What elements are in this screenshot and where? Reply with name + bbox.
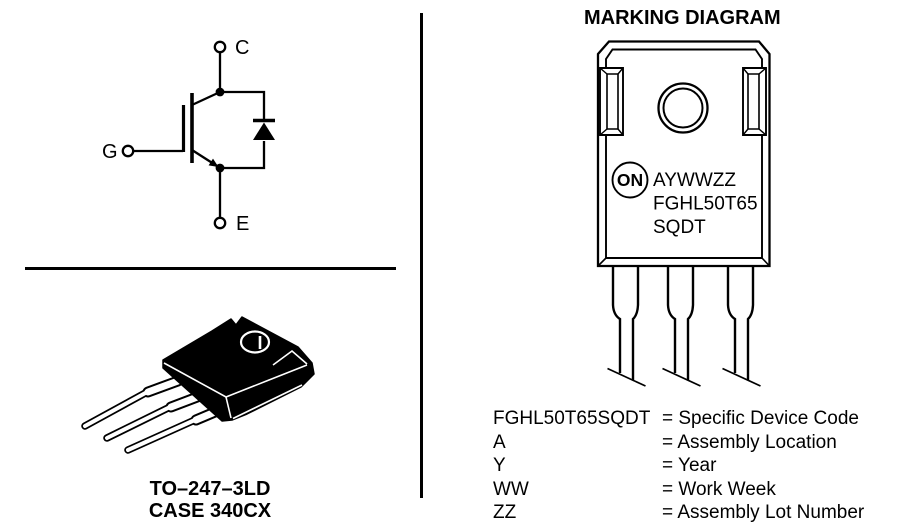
body-bottom-edge	[232, 384, 303, 420]
package-body-edges	[163, 349, 308, 420]
lead-3-face	[126, 417, 199, 452]
package-photo	[81, 316, 315, 454]
gate-terminal-circle	[121, 144, 135, 158]
legend-row: WW = Work Week	[493, 478, 776, 502]
gate-label: G	[102, 141, 118, 163]
lead1-break-line	[607, 367, 646, 387]
legend-code: WW	[493, 478, 529, 500]
legend-description: = Work Week	[662, 478, 776, 500]
body-chamfer-facet	[272, 349, 308, 366]
case-label-line1: TO–247–3LD	[149, 478, 271, 500]
hole-outer-circle	[657, 82, 709, 134]
emitter-arrowhead	[208, 158, 219, 167]
diode-branch-wire-top	[220, 90, 266, 119]
marking-line-3: SQDT	[653, 217, 706, 238]
igbt-symbol-fills	[208, 87, 275, 173]
collector-node-dot	[215, 87, 225, 97]
package-bottom-bevel-left	[597, 257, 607, 267]
legend-code: A	[493, 431, 506, 453]
legend-row: FGHL50T65SQDT = Specific Device Code	[493, 407, 859, 431]
diode-branch-wire-bottom	[220, 141, 266, 170]
legend-description: = Assembly Lot Number	[662, 502, 865, 524]
lead2-break-line	[662, 367, 701, 387]
legend-row: ZZ = Assembly Lot Number	[493, 501, 864, 525]
marking-text-group: ON AYWWZZ FGHL50T65 SQDT	[617, 170, 758, 238]
emitter-terminal-circle	[213, 216, 227, 230]
legend-code: FGHL50T65SQDT	[493, 408, 651, 429]
collector-label: C	[235, 37, 249, 59]
legend-row: A = Assembly Location	[493, 431, 837, 455]
column-divider	[420, 13, 423, 498]
marking-line-2: FGHL50T65	[653, 194, 758, 215]
legend-code: Y	[493, 455, 506, 477]
package-body-silhouette	[162, 316, 315, 422]
package-bottom-bevel-right	[761, 257, 771, 267]
emitter-label: E	[236, 213, 249, 235]
left-tab-bevels	[599, 67, 624, 136]
legend-description: = Year	[662, 455, 717, 477]
marking-line-1: AYWWZZ	[653, 170, 736, 191]
lead2-left-edge	[666, 267, 677, 373]
collector-diagonal	[192, 90, 221, 106]
case-label-line2: CASE 340CX	[148, 500, 272, 522]
marking-leads	[611, 267, 755, 380]
terminal-labels: C G E	[102, 37, 249, 235]
right-tab-outline	[742, 67, 767, 136]
package-outline-group	[596, 40, 771, 387]
hole-inner-circle	[662, 87, 704, 129]
legend-description: = Assembly Location	[662, 431, 837, 453]
lead3-right-edge	[746, 267, 755, 380]
igbt-schematic: C G E	[102, 37, 275, 235]
emitter-node-dot	[215, 163, 225, 173]
right-tab-bevels	[742, 67, 767, 136]
case-label: TO–247–3LD CASE 340CX	[105, 478, 315, 522]
lead2-right-edge	[686, 267, 695, 380]
mounting-hole	[239, 330, 271, 354]
on-logo-circle	[611, 161, 649, 199]
lead-break-lines	[607, 367, 761, 387]
lead-2-face	[105, 404, 174, 440]
marking-diagram-title: MARKING DIAGRAM	[584, 7, 781, 29]
lead1-right-edge	[631, 267, 640, 380]
lead1-left-edge	[611, 267, 622, 373]
legend-row: Y = Year	[493, 454, 716, 478]
legend-code: ZZ	[493, 502, 517, 524]
igbt-symbol	[121, 40, 275, 230]
lead3-left-edge	[726, 267, 737, 373]
collector-terminal-circle	[213, 40, 227, 54]
legend-description: = Specific Device Code	[662, 408, 859, 429]
on-logo-text: ON	[617, 170, 643, 190]
body-corner-edge	[225, 396, 232, 419]
left-section-divider	[25, 267, 396, 270]
marking-package-drawing: ON AYWWZZ FGHL50T65 SQDT	[596, 40, 771, 387]
diode-triangle	[253, 122, 275, 140]
marking-legend: FGHL50T65SQDT = Specific Device Code A =…	[493, 407, 864, 525]
left-tab-outline	[599, 67, 624, 136]
lead3-break-line	[722, 367, 761, 387]
lead-1-shoulder-face	[144, 377, 182, 396]
lead-1-face	[83, 389, 151, 428]
